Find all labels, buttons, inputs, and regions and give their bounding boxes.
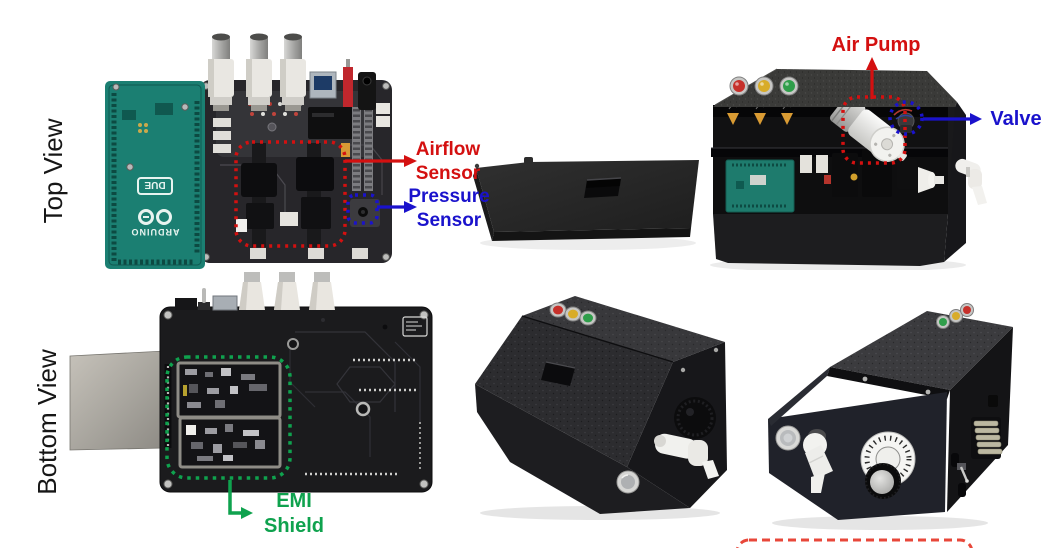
closed-enclosure-front <box>475 296 727 514</box>
top-view-label: Top View <box>38 118 68 224</box>
panel-buttons <box>729 76 799 96</box>
side-knob <box>674 397 716 439</box>
pressure-sensor-label: Pressure Sensor <box>408 186 490 231</box>
photo-daq-board-bottom-view <box>69 272 433 493</box>
bnc-connectors-bottom <box>239 272 335 310</box>
relay-component <box>308 107 354 139</box>
front-metal-button <box>616 470 640 494</box>
db-connector <box>971 417 1003 459</box>
valve-fitting-front <box>654 433 719 479</box>
emi-shield-cavity <box>176 361 282 469</box>
outlet-fitting <box>955 158 987 205</box>
power-switch <box>343 59 353 107</box>
barrel-jack <box>358 72 376 110</box>
enclosure-open-box <box>711 68 987 266</box>
dial-gauge <box>860 431 916 499</box>
emi-shield-label: EMI Shield <box>263 490 324 537</box>
air-pump-label: Air Pump <box>831 34 921 56</box>
closed-enclosure-rear <box>768 303 1013 520</box>
usb-port-bottom <box>212 295 238 311</box>
controller-pcb <box>725 159 795 213</box>
cropped-dashed-highlight-box <box>736 538 973 548</box>
bottom-view-label: Bottom View <box>32 349 62 495</box>
airflow-sensor-label: Airflow Sensor <box>415 139 481 184</box>
photo-daq-board-top-view: DUE ARDUINO <box>105 33 392 269</box>
rear-metal-button <box>775 425 801 451</box>
metal-plate <box>69 350 166 451</box>
valve-label: Valve <box>990 108 1042 130</box>
photo-closed-enclosure-rear <box>768 303 1013 530</box>
rear-toggle-switch <box>951 453 969 497</box>
enclosure-lid <box>473 157 699 241</box>
toggle-switch <box>198 288 210 310</box>
valve-fitting-rear <box>803 429 833 493</box>
power-jack-bottom <box>175 298 197 310</box>
top-buttons <box>549 302 597 326</box>
arduino-due-board: DUE ARDUINO <box>105 81 205 269</box>
display-cutout <box>541 362 575 386</box>
top-buttons-rear <box>936 303 974 329</box>
dial-knob <box>865 463 901 499</box>
arduino-model-text: DUE <box>144 179 165 190</box>
main-pcb-bottom <box>159 288 433 493</box>
pressure-sensor-component <box>350 199 380 227</box>
bnc-connectors <box>208 33 306 111</box>
photo-closed-enclosure-front <box>475 296 727 520</box>
arduino-brand-text: ARDUINO <box>131 227 180 237</box>
photo-open-enclosure <box>473 68 987 270</box>
